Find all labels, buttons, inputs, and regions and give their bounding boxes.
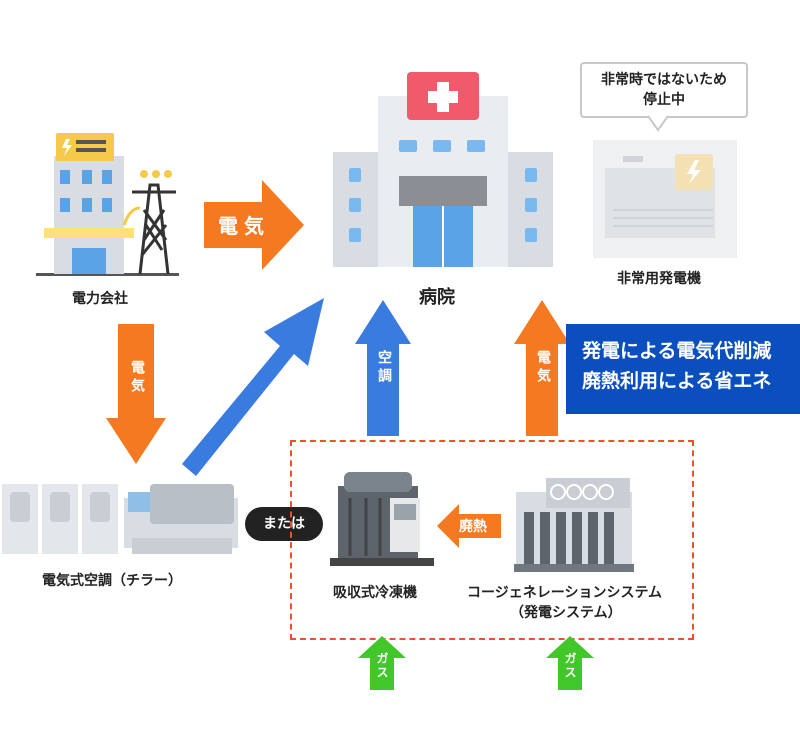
benefit-box: 発電による電気代削減 廃熱利用による省エネ	[566, 324, 800, 414]
power-company-label: 電力会社	[72, 291, 128, 307]
gas-arrow-left	[358, 636, 406, 690]
air-conditioning-arrow-up	[355, 300, 411, 436]
emergency-generator-label: 非常用発電機	[617, 271, 701, 287]
electricity-arrow-up-label: 電気	[535, 350, 551, 386]
gas-arrow-right-label: ガス	[563, 652, 577, 680]
callout-pointer	[647, 114, 669, 132]
electricity-arrow-right	[204, 180, 304, 270]
generator-status-callout: 非常時ではないため 停止中	[580, 62, 748, 118]
hospital-icon	[333, 72, 553, 267]
or-badge: または	[245, 507, 323, 541]
waste-heat-arrow-label: 廃熱	[459, 519, 487, 535]
cogeneration-system-icon	[514, 478, 634, 572]
electric-chiller-label: 電気式空調（チラー）	[42, 573, 182, 589]
callout-line-2: 停止中	[643, 92, 685, 108]
electricity-arrow-right-label: 電気	[218, 214, 270, 238]
absorption-chiller-icon	[330, 472, 434, 566]
emergency-generator-icon	[593, 140, 737, 258]
hospital-label: 病院	[419, 287, 455, 308]
air-conditioning-arrow-up-label: 空調	[376, 350, 392, 386]
cogeneration-label-line-2: （発電システム）	[510, 605, 622, 621]
absorption-chiller-label: 吸収式冷凍機	[333, 585, 417, 601]
electricity-arrow-down-label: 電気	[129, 360, 145, 396]
gas-arrow-left-label: ガス	[375, 652, 389, 680]
air-conditioning-arrow-diagonal	[182, 298, 324, 476]
callout-line-1: 非常時ではないため	[601, 72, 727, 88]
gas-arrow-right	[546, 636, 594, 690]
cogeneration-group-frame	[290, 440, 694, 640]
electric-chiller-icon	[2, 484, 238, 554]
benefit-line-2: 廃熱利用による省エネ	[582, 370, 772, 392]
electricity-arrow-down	[106, 324, 166, 464]
cogeneration-label-line-1: コージェネレーションシステム	[467, 585, 663, 601]
electricity-arrow-up	[514, 300, 570, 436]
benefit-line-1: 発電による電気代削減	[582, 340, 772, 362]
waste-heat-arrow	[437, 504, 501, 548]
power-company-icon	[36, 133, 179, 276]
